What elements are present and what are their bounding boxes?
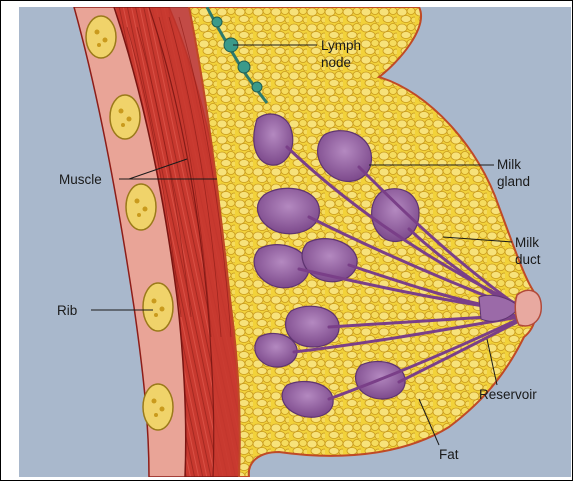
label-reservoir: Reservoir (479, 387, 537, 402)
label-milk-gland-line2: gland (497, 174, 530, 189)
rib-4 (143, 283, 173, 331)
label-milk-gland-line1: Milk (497, 157, 521, 172)
label-fat: Fat (439, 447, 459, 462)
label-milk-duct-line1: Milk (515, 235, 539, 250)
breast-anatomy-diagram: Lymph node Muscle Milk gland Milk duct R… (19, 7, 571, 477)
label-lymph-node-line2: node (321, 55, 351, 70)
rib-2 (110, 95, 140, 139)
label-rib: Rib (57, 303, 77, 318)
label-milk-duct-line2: duct (515, 252, 541, 267)
rib-1 (86, 16, 116, 58)
label-lymph-node-line1: Lymph (321, 38, 361, 53)
nipple (515, 290, 541, 326)
rib-5 (143, 384, 173, 430)
gland-lobe-1 (254, 114, 293, 165)
label-muscle: Muscle (59, 172, 102, 187)
rib-3 (126, 184, 156, 230)
